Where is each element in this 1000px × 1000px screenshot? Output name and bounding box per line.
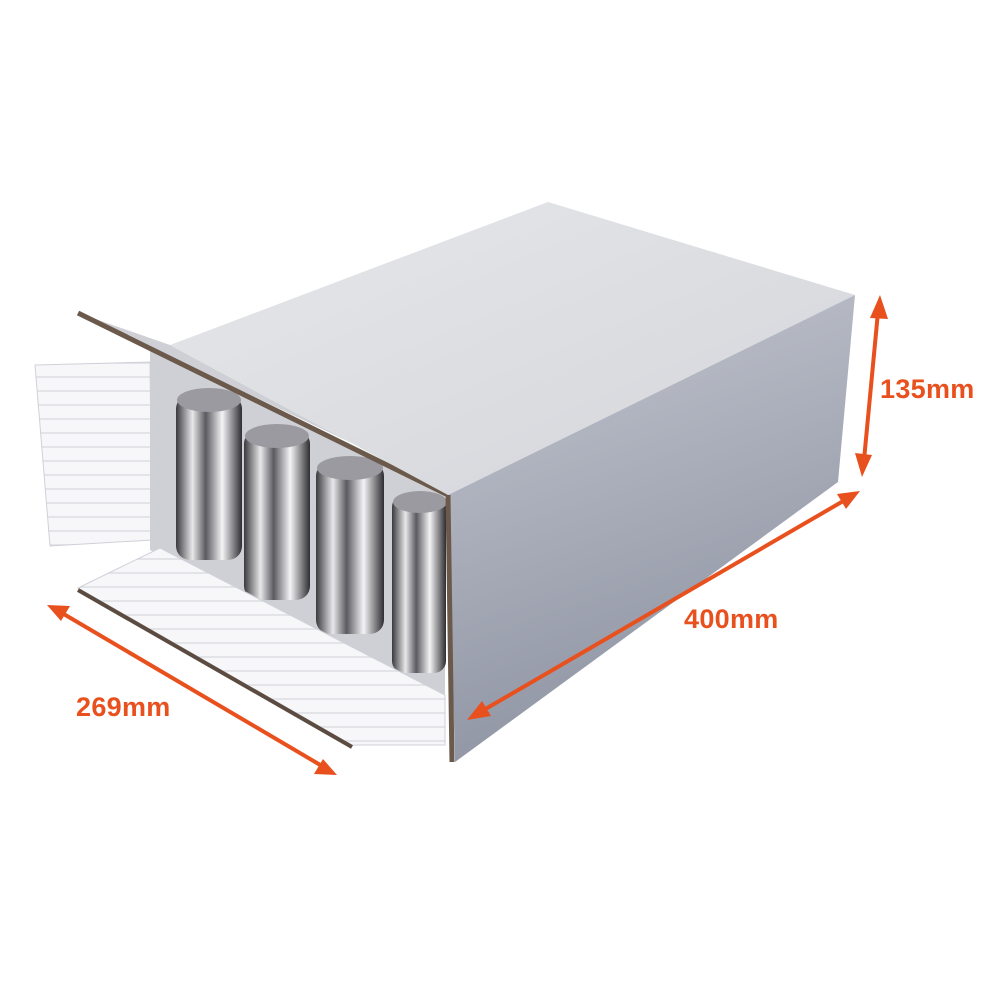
width-arrow [60,611,324,768]
height-label: 135mm [880,374,975,404]
can [316,456,384,634]
box-side [448,295,855,762]
can [244,424,310,600]
height-arrow [862,311,880,461]
length-arrow [480,498,847,713]
foam-side-flap [34,361,153,547]
width-label: 269mm [76,692,171,722]
can [176,388,242,560]
cans [176,388,447,673]
length-label: 400mm [684,604,779,634]
box-top [170,202,855,495]
can [392,491,447,673]
dimension-arrows [47,295,888,775]
